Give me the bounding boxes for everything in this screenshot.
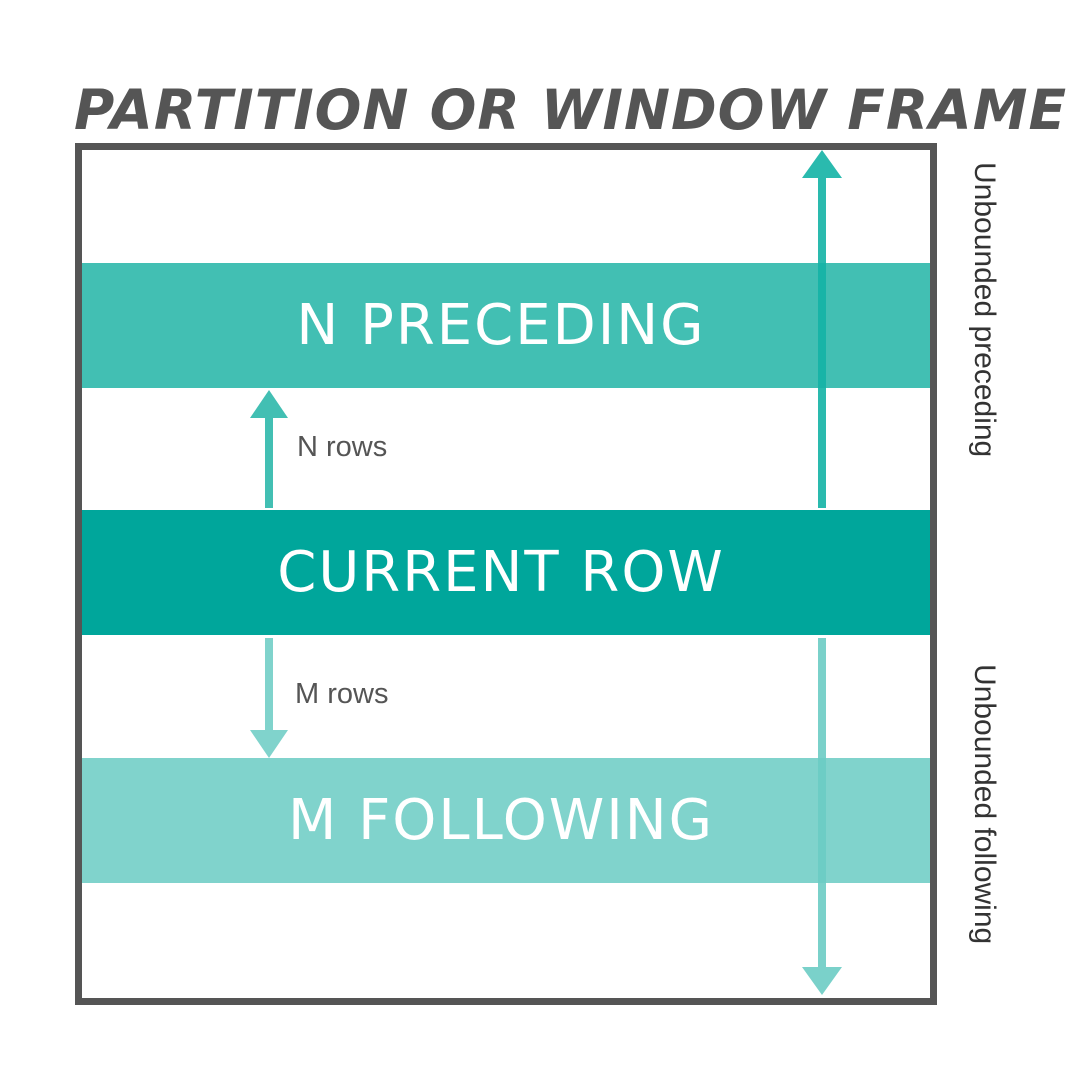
- unbounded-following-label: Unbounded following: [968, 664, 1001, 945]
- window-frame: N PRECEDING CURRENT ROW M FOLLOWING: [75, 143, 937, 1005]
- preceding-band: N PRECEDING: [82, 263, 930, 388]
- current-row-band: CURRENT ROW: [82, 510, 930, 635]
- following-band-label: M FOLLOWING: [287, 788, 715, 853]
- unbounded-preceding-label: Unbounded preceding: [968, 162, 1001, 458]
- m-rows-label: M rows: [295, 678, 389, 710]
- preceding-band-label: N PRECEDING: [296, 293, 706, 358]
- current-row-band-label: CURRENT ROW: [277, 540, 725, 605]
- n-rows-label: N rows: [297, 431, 388, 463]
- diagram-title: PARTITION OR WINDOW FRAME: [74, 78, 1068, 142]
- following-band: M FOLLOWING: [82, 758, 930, 883]
